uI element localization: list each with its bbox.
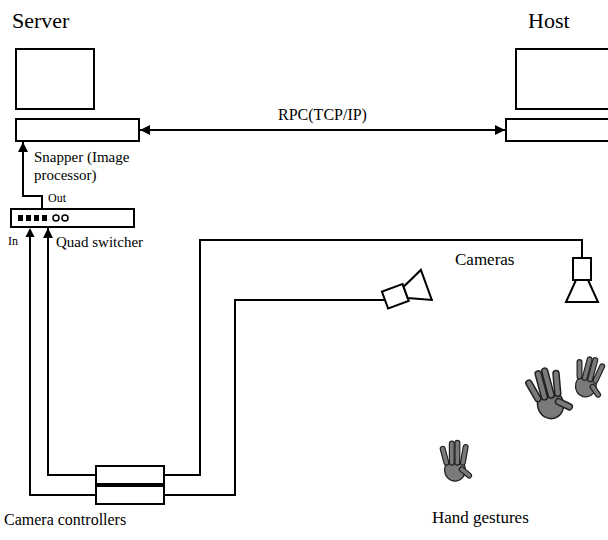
- connector: [140, 129, 505, 131]
- arrowhead: [26, 228, 35, 237]
- camera-controllers: Camera controllers: [4, 463, 174, 533]
- node-label: Camera controllers: [4, 510, 126, 529]
- port-symbol: [53, 215, 59, 221]
- connector-label: RPC(TCP/IP): [276, 105, 369, 124]
- video-wire: [30, 236, 95, 495]
- camera-cable: [165, 300, 385, 495]
- group-label: Cameras: [455, 250, 514, 270]
- camera-cable: [165, 240, 582, 475]
- controller-box: [95, 485, 165, 505]
- monitor-outline: [15, 48, 95, 110]
- group-label: Hand gestures: [432, 508, 529, 528]
- node-label: Host: [528, 8, 570, 34]
- port-label: In: [8, 234, 18, 248]
- port-symbol: [18, 215, 23, 221]
- component-label: Snapper (Image processor): [34, 148, 146, 184]
- port-label: Out: [48, 191, 66, 205]
- computer-base: [505, 118, 608, 142]
- host-computer: Host: [498, 4, 608, 146]
- port-symbol: [42, 215, 47, 221]
- connector: [48, 228, 95, 475]
- switch-box: [10, 208, 135, 228]
- controller-box: [95, 465, 165, 485]
- node-label: Quad switcher: [56, 233, 143, 251]
- hand-icon: [568, 353, 608, 401]
- port-symbol: [26, 215, 31, 221]
- hand-icon: [440, 440, 473, 481]
- quad-switcher: Quad switcher: [10, 206, 145, 254]
- port-symbols: [14, 210, 84, 226]
- server-computer: Server: [10, 4, 142, 146]
- port-symbol: [34, 215, 39, 221]
- controller-stack: [95, 465, 165, 505]
- camera-icon: [380, 270, 432, 315]
- port-symbol: [62, 215, 68, 221]
- computer-base: [15, 118, 140, 142]
- monitor-outline: [515, 48, 608, 110]
- camera-icon: [566, 258, 598, 302]
- node-label: Server: [12, 8, 69, 34]
- hand-icon: [523, 363, 576, 423]
